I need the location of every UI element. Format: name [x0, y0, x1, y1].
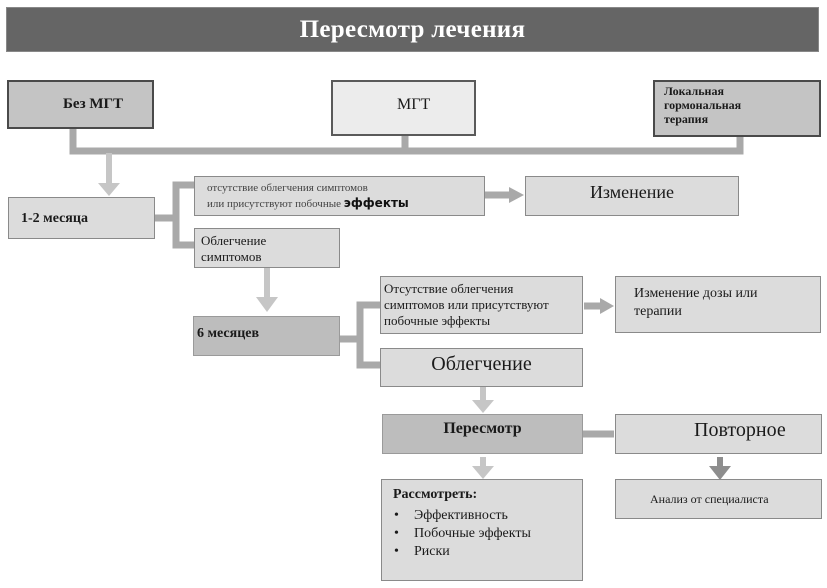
- node-stage2-period-label: 6 месяцев: [197, 326, 260, 341]
- node-review-label: Пересмотр: [443, 420, 522, 437]
- node-repeat-label: Повторное: [694, 419, 786, 441]
- diagram-title: Пересмотр лечения: [299, 15, 526, 43]
- connector-stage2-upper: [356, 301, 380, 369]
- arrow-head-to-dose-change: [600, 298, 614, 314]
- node-mgt: МГТ: [331, 80, 476, 136]
- connector-stage1-upper: [172, 181, 196, 249]
- consider-list: Эффективность Побочные эффекты Риски: [392, 507, 531, 561]
- arrow-head-to-specialist: [709, 466, 731, 480]
- node-stage2-no-relief-label: Отсутствие облегчения симптомов или прис…: [384, 281, 549, 328]
- node-stage1-change-label: Изменение: [589, 182, 675, 202]
- arrow-head-to-change: [509, 187, 524, 203]
- node-stage1-period: 1-2 месяца: [8, 197, 155, 239]
- node-mgt-label: МГТ: [397, 96, 431, 113]
- node-local-therapy-label: Локальная гормональная терапия: [664, 84, 742, 126]
- node-no-mgt-label: Без МГТ: [63, 96, 124, 112]
- node-specialist: Анализ от специалиста: [615, 479, 822, 519]
- node-stage1-change: Изменение: [525, 176, 739, 216]
- node-stage2-dose-change: Изменение дозы или терапии: [615, 276, 821, 333]
- node-no-mgt: Без МГТ: [7, 80, 154, 129]
- node-consider: Рассмотреть: Эффективность Побочные эффе…: [381, 479, 583, 581]
- node-stage2-dose-change-label: Изменение дозы или терапии: [634, 286, 758, 319]
- arrow-head-to-stage2: [256, 297, 278, 312]
- node-consider-title: Рассмотреть:: [393, 487, 478, 502]
- consider-item: Риски: [392, 543, 531, 561]
- arrow-head-to-consider: [472, 466, 494, 479]
- node-repeat: Повторное: [615, 414, 822, 454]
- consider-item: Побочные эффекты: [392, 525, 531, 543]
- node-stage2-period: 6 месяцев: [193, 316, 340, 356]
- node-stage2-no-relief: Отсутствие облегчения симптомов или прис…: [380, 276, 583, 334]
- node-specialist-label: Анализ от специалиста: [650, 492, 769, 506]
- node-stage1-no-relief: отсутствие облегчения симптомов или прис…: [194, 176, 485, 216]
- arrow-head-to-stage1: [98, 183, 120, 196]
- node-stage1-relief: Облегчение симптомов: [194, 228, 340, 268]
- consider-item: Эффективность: [392, 507, 531, 525]
- arrow-head-to-review: [472, 400, 494, 413]
- node-stage1-no-relief-label: отсутствие облегчения симптомов или прис…: [207, 182, 409, 210]
- node-stage1-relief-label: Облегчение симптомов: [201, 233, 267, 264]
- node-stage1-period-label: 1-2 месяца: [21, 211, 88, 226]
- node-stage2-relief: Облегчение: [380, 348, 583, 387]
- node-review: Пересмотр: [382, 414, 583, 454]
- diagram-title-bar: Пересмотр лечения: [6, 7, 819, 52]
- node-local-therapy: Локальная гормональная терапия: [653, 80, 821, 137]
- node-stage2-relief-label: Облегчение: [431, 353, 532, 375]
